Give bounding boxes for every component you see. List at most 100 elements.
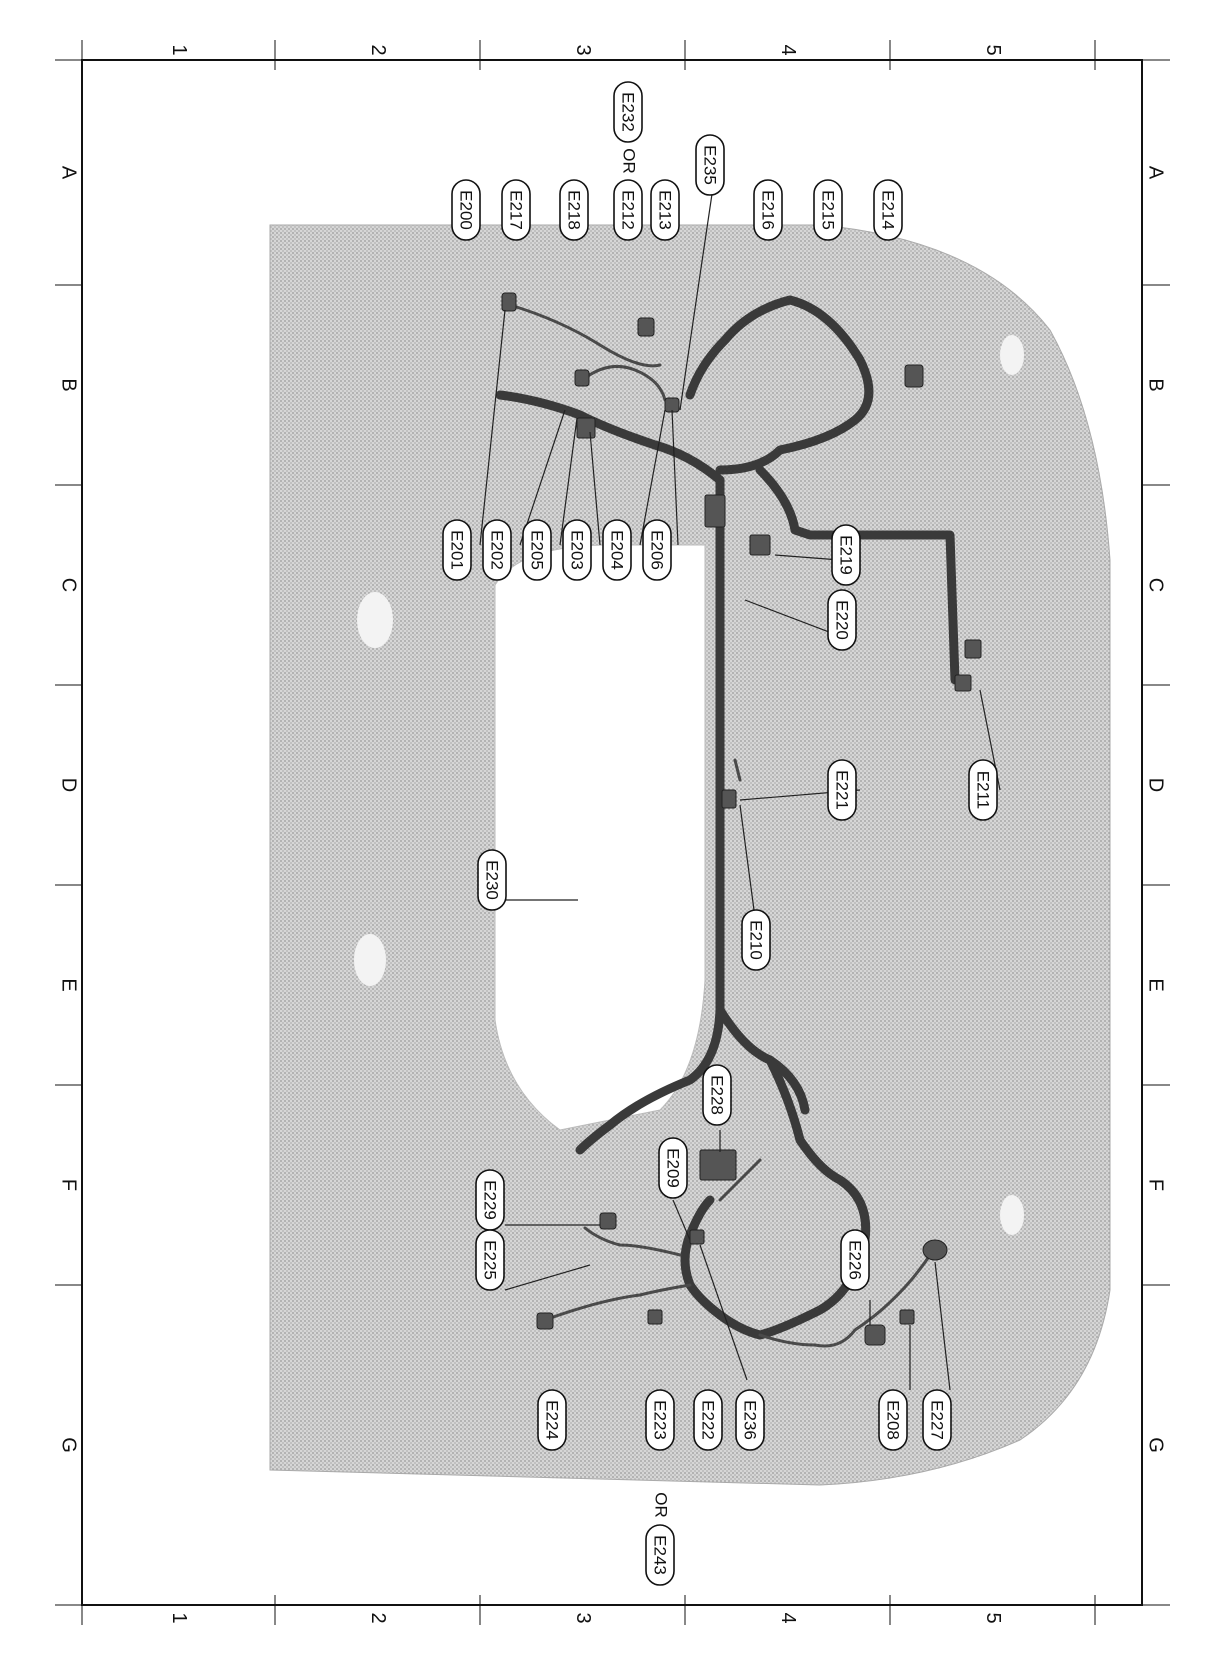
connector-code: E225 xyxy=(481,1240,500,1280)
grid-col-label: D xyxy=(58,778,80,792)
leader-lines xyxy=(479,139,1001,1391)
connector-code: E200 xyxy=(457,190,476,230)
connector-label-e200: E200 xyxy=(451,179,481,241)
grid-col-label: G xyxy=(1145,1437,1167,1453)
grid-col-label: C xyxy=(1145,578,1167,592)
connector-code: E224 xyxy=(543,1400,562,1440)
grid-row-label: 3 xyxy=(572,1612,594,1623)
grid-row-label: 5 xyxy=(982,44,1004,55)
grid-col-label: A xyxy=(1145,166,1167,180)
connector-code: E222 xyxy=(699,1400,718,1440)
connector-label-e205: E205 xyxy=(522,519,552,581)
connector-label-e222: E222 xyxy=(693,1389,723,1451)
connector-code: E243 xyxy=(651,1535,670,1575)
connector-label-e206: E206 xyxy=(642,519,672,581)
grid-col-label: F xyxy=(58,1179,80,1191)
connector-code: E218 xyxy=(565,190,584,230)
grid-row-label: 1 xyxy=(168,44,190,55)
grid-row-label: 2 xyxy=(367,44,389,55)
connector-code: E204 xyxy=(608,530,627,570)
connector-label-e236: E236 xyxy=(735,1389,765,1451)
connector-label-e226: E226 xyxy=(840,1229,870,1291)
connector-label-e208: E208 xyxy=(878,1389,908,1451)
connector-label-e214: E214 xyxy=(873,179,903,241)
grid-col-label: A xyxy=(58,166,80,180)
connector-code: E206 xyxy=(648,530,667,570)
connector-code: E214 xyxy=(879,190,898,230)
body-panel xyxy=(269,224,1111,1486)
connector-label-e220: E220 xyxy=(827,589,857,651)
connector-code: E226 xyxy=(846,1240,865,1280)
connector-code: E217 xyxy=(507,190,526,230)
connector-label-e230: E230 xyxy=(477,849,507,911)
connector-code: E216 xyxy=(759,190,778,230)
connector-code: E208 xyxy=(884,1400,903,1440)
grid-row-label: 1 xyxy=(168,1612,190,1623)
grid-col-label: D xyxy=(1145,778,1167,792)
connector-label-e204: E204 xyxy=(602,519,632,581)
connector-code: E228 xyxy=(708,1075,727,1115)
connector-code: E230 xyxy=(483,860,502,900)
connector-label-e235: E235 xyxy=(695,134,725,196)
grid-col-label: E xyxy=(1145,978,1167,991)
connector-label-e218: E218 xyxy=(559,179,589,241)
grid-col-label: E xyxy=(58,978,80,991)
connector-label-e227: E227 xyxy=(922,1389,952,1451)
connector-code: E223 xyxy=(651,1400,670,1440)
connector-label-e225: E225 xyxy=(475,1229,505,1291)
grid-row-label: 2 xyxy=(367,1612,389,1623)
connector-label-e224: E224 xyxy=(537,1389,567,1451)
connector-code: E201 xyxy=(448,530,467,570)
connector-code: E229 xyxy=(481,1180,500,1220)
grid-col-label: G xyxy=(58,1437,80,1453)
connector-code: E236 xyxy=(741,1400,760,1440)
connector-plugs xyxy=(501,292,982,1346)
connector-code: E212 xyxy=(619,190,638,230)
connector-code: E205 xyxy=(528,530,547,570)
connector-label-e209: E209 xyxy=(658,1137,688,1199)
connector-label-e228: E228 xyxy=(702,1064,732,1126)
connector-label-e216: E216 xyxy=(753,179,783,241)
grid-row-label: 3 xyxy=(572,44,594,55)
connector-code: E202 xyxy=(488,530,507,570)
connector-label-e217: E217 xyxy=(501,179,531,241)
connector-label-e213: E213 xyxy=(650,179,680,241)
connector-code: E215 xyxy=(819,190,838,230)
connector-code: E235 xyxy=(701,145,720,185)
connector-label-e243: E243 xyxy=(645,1524,675,1586)
connector-label-e201: E201 xyxy=(442,519,472,581)
connector-label-e219: E219 xyxy=(831,524,861,586)
connector-label-e223: E223 xyxy=(645,1389,675,1451)
connector-label-e221: E221 xyxy=(827,759,857,821)
grid-col-label: B xyxy=(1145,378,1167,391)
connector-code: E219 xyxy=(837,535,856,575)
connector-label-e203: E203 xyxy=(562,519,592,581)
connector-label-e202: E202 xyxy=(482,519,512,581)
connector-label-e211: E211 xyxy=(968,759,998,821)
connector-code: E209 xyxy=(664,1148,683,1188)
grid-row-label: 4 xyxy=(777,44,799,55)
wire-harness xyxy=(495,295,960,1348)
grid-col-label: B xyxy=(58,378,80,391)
connector-label-e232: E232 xyxy=(613,81,643,143)
connector-label-e215: E215 xyxy=(813,179,843,241)
connector-code: E232 xyxy=(619,92,638,132)
connector-code: E227 xyxy=(928,1400,947,1440)
connector-code: E203 xyxy=(568,530,587,570)
connector-label-e229: E229 xyxy=(475,1169,505,1231)
grid-col-label: C xyxy=(58,578,80,592)
connector-code: E220 xyxy=(833,600,852,640)
grid-col-label: F xyxy=(1145,1179,1167,1191)
grid-row-label: 4 xyxy=(777,1612,799,1623)
connector-label-e210: E210 xyxy=(741,909,771,971)
panel-opening xyxy=(494,544,706,1131)
connector-label-e212: E212 xyxy=(613,179,643,241)
connector-code: E211 xyxy=(974,771,993,809)
connector-code: E213 xyxy=(656,190,675,230)
or-separator: OR xyxy=(652,1492,671,1518)
or-separator: OR xyxy=(620,148,639,174)
connector-code: E221 xyxy=(833,770,852,810)
